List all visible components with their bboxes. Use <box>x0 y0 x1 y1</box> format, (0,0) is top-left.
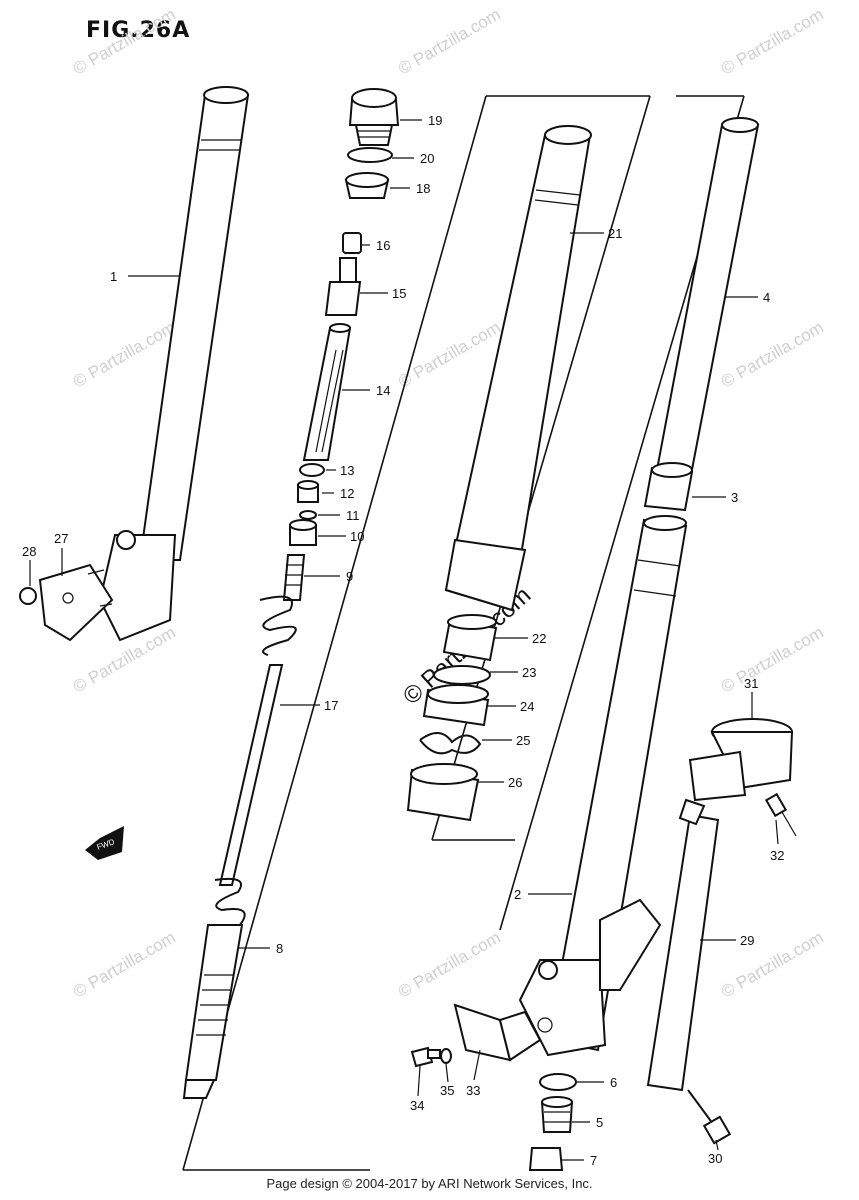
callout-32: 32 <box>770 848 784 863</box>
washer-23[interactable] <box>433 665 491 685</box>
callout-33: 33 <box>466 1083 480 1098</box>
outer-tube-left[interactable] <box>98 86 250 642</box>
collar[interactable] <box>324 257 362 316</box>
spring-guide[interactable] <box>302 323 352 461</box>
callout-23: 23 <box>522 665 536 680</box>
washer-13[interactable] <box>299 463 325 477</box>
fork-guard[interactable] <box>646 798 720 1092</box>
callout-2: 2 <box>514 887 521 902</box>
callout-3: 3 <box>731 490 738 505</box>
damper-rod[interactable] <box>218 664 284 886</box>
callout-18: 18 <box>416 181 430 196</box>
callout-9: 9 <box>346 569 353 584</box>
dust-seal[interactable] <box>406 763 480 822</box>
washer-35[interactable] <box>440 1048 452 1064</box>
callout-24: 24 <box>520 699 534 714</box>
nut-16[interactable] <box>342 232 362 254</box>
callout-1: 1 <box>110 269 117 284</box>
o-ring[interactable] <box>347 147 393 163</box>
guide-bushing[interactable] <box>643 462 694 512</box>
callout-17: 17 <box>324 698 338 713</box>
outer-tube-right[interactable] <box>518 515 688 1057</box>
callout-30: 30 <box>708 1151 722 1166</box>
callout-8: 8 <box>276 941 283 956</box>
inner-tube-right[interactable] <box>654 117 760 482</box>
callout-29: 29 <box>740 933 754 948</box>
front-arrow-icon: FWD <box>85 826 124 860</box>
spring-top[interactable] <box>259 595 297 656</box>
callout-15: 15 <box>392 286 406 301</box>
nut-10[interactable] <box>289 519 317 546</box>
callout-4: 4 <box>763 290 770 305</box>
figure-title: FIG.26A <box>86 18 191 43</box>
nut-12[interactable] <box>297 480 319 503</box>
callout-13: 13 <box>340 463 354 478</box>
callout-27: 27 <box>54 531 68 546</box>
callout-31: 31 <box>744 676 758 691</box>
callout-35: 35 <box>440 1083 454 1098</box>
inner-tube-center[interactable] <box>444 125 592 612</box>
callout-11: 11 <box>346 508 360 523</box>
bolt-32[interactable] <box>764 792 797 837</box>
guard-clamp[interactable] <box>688 718 794 802</box>
axle-holder-right[interactable] <box>453 1003 542 1062</box>
callout-labels: 1 2 3 4 5 6 7 8 9 10 11 12 13 14 15 16 1… <box>22 113 784 1168</box>
callout-14: 14 <box>376 383 390 398</box>
callout-26: 26 <box>508 775 522 790</box>
cap[interactable] <box>528 1147 564 1171</box>
callout-5: 5 <box>596 1115 603 1130</box>
drain-bolt[interactable] <box>540 1096 574 1133</box>
cartridge-cylinder[interactable] <box>182 877 246 1099</box>
assembly-frame-center <box>182 95 487 1171</box>
callout-19: 19 <box>428 113 442 128</box>
callout-12: 12 <box>340 486 354 501</box>
callout-25: 25 <box>516 733 530 748</box>
oil-seal[interactable] <box>422 684 490 727</box>
bolt-30[interactable] <box>687 1089 732 1145</box>
slide-bushing[interactable] <box>442 614 498 662</box>
callout-21: 21 <box>608 226 622 241</box>
rod-end[interactable] <box>282 554 306 601</box>
callout-16: 16 <box>376 238 390 253</box>
leader-lines <box>29 119 779 1161</box>
stopper-ring[interactable] <box>419 732 482 755</box>
callout-28: 28 <box>22 544 36 559</box>
callout-34: 34 <box>410 1098 424 1113</box>
callout-22: 22 <box>532 631 546 646</box>
gasket[interactable] <box>539 1073 577 1091</box>
ring-11[interactable] <box>299 510 317 520</box>
spacer[interactable] <box>344 172 390 199</box>
axle-holder[interactable] <box>19 563 114 642</box>
callout-6: 6 <box>610 1075 617 1090</box>
bolt-34[interactable] <box>410 1046 441 1068</box>
page-footer: Page design © 2004-2017 by ARI Network S… <box>266 1176 593 1191</box>
callout-10: 10 <box>350 529 364 544</box>
cap-bolt[interactable] <box>348 88 400 146</box>
callout-20: 20 <box>420 151 434 166</box>
callout-7: 7 <box>590 1153 597 1168</box>
